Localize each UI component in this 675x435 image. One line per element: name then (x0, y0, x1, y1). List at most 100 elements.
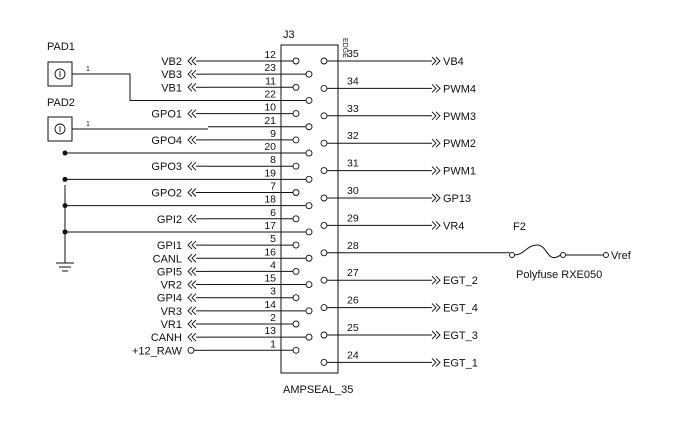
pin-22: 22 (129, 74, 313, 104)
fuse-part: Polyfuse RXE050 (516, 269, 602, 281)
arrow-icon (431, 330, 441, 340)
net-label: GPI4 (157, 293, 182, 305)
pin-contact-icon (320, 221, 328, 229)
net-label: EGT_2 (443, 275, 478, 287)
pin-contact-icon (305, 123, 313, 131)
pin-contact-icon (320, 84, 328, 92)
arrow-icon (431, 138, 441, 148)
pin-contact-icon (292, 83, 300, 91)
net-label: +12_RAW (132, 345, 183, 357)
arrow-icon (187, 109, 197, 118)
pin-contact-icon (320, 331, 328, 339)
pin-number: 8 (270, 154, 276, 166)
arrow-icon (431, 166, 441, 175)
arrow-icon (187, 319, 197, 329)
pin-contact-icon (292, 110, 300, 118)
net-label: GP13 (443, 193, 471, 205)
pin-number: 34 (347, 75, 359, 87)
edge-label: EDGE (341, 38, 348, 58)
net-label: VR4 (443, 220, 464, 232)
pin-number: 2 (270, 312, 276, 324)
junction-dot (62, 229, 68, 235)
net-label: VR3 (161, 306, 182, 318)
pin-contact-icon (305, 175, 313, 183)
net-label: GPO4 (151, 135, 182, 147)
net-label: EGT_1 (443, 357, 478, 369)
pin-contact-icon (305, 202, 313, 210)
net-label: VB2 (161, 56, 182, 68)
pin-contact-icon (320, 112, 328, 120)
pin-number: 24 (347, 349, 359, 361)
pin-contact-icon (320, 139, 328, 147)
arrow-icon (187, 306, 197, 316)
pin-contact-icon (305, 307, 313, 315)
pin-number: 22 (264, 88, 276, 100)
arrow-icon (187, 69, 197, 79)
pin-number: 10 (264, 102, 276, 114)
net-label: CANH (151, 332, 182, 344)
pin-contact-icon (320, 167, 328, 175)
net-label: PWM4 (443, 83, 476, 95)
pin-number: 4 (270, 259, 276, 271)
pin-contact-icon (292, 189, 300, 196)
net-label: GPI2 (157, 214, 182, 226)
net-label: GPO1 (151, 109, 182, 121)
junction-dot (62, 203, 68, 209)
net-label: GPI1 (157, 240, 182, 252)
pin-1: 1+12_RAW (132, 338, 300, 357)
pin-number: 11 (265, 75, 276, 87)
pin-contact-icon (305, 254, 313, 262)
pin-contact-icon (320, 276, 328, 284)
pin-contact-icon (292, 346, 300, 354)
fuse-symbol-icon (514, 244, 562, 259)
arrow-icon (431, 56, 441, 66)
arrow-icon (187, 82, 197, 92)
arrow-icon (187, 56, 197, 66)
pin-number: 20 (264, 141, 276, 153)
arrow-icon (187, 293, 197, 303)
pin-number: 32 (347, 130, 359, 142)
pad1: PAD1 1 (47, 41, 130, 87)
pin-number: 27 (347, 267, 359, 279)
pin-number: 21 (264, 115, 276, 127)
pin-contact-icon (320, 304, 328, 312)
arrow-icon (431, 358, 441, 367)
pin-contact-icon (292, 267, 300, 275)
pin-number: 15 (264, 273, 276, 285)
connector-designator: J3 (283, 29, 295, 41)
pad1-designator: PAD1 (47, 41, 75, 53)
net-label: VB1 (161, 82, 182, 94)
pin-contact-icon (305, 96, 313, 104)
net-label: VB3 (161, 69, 182, 81)
pad2-pin-number: 1 (86, 121, 90, 128)
pin-21: 21 (72, 115, 313, 131)
pin-number: 12 (264, 49, 276, 61)
pin-number: 6 (270, 207, 276, 219)
pad2-ring-icon (54, 123, 66, 135)
pin-19: 19 (62, 167, 313, 183)
arrow-icon (431, 221, 441, 230)
arrow-icon (187, 253, 197, 263)
net-label: PWM2 (443, 138, 476, 150)
pin-contact-icon (320, 194, 328, 202)
pin-number: 13 (264, 325, 276, 337)
arrow-icon (431, 303, 441, 312)
pin-17: 17 (62, 220, 313, 236)
pad2: PAD2 1 (47, 97, 90, 142)
pin-28: 28 (320, 240, 510, 257)
